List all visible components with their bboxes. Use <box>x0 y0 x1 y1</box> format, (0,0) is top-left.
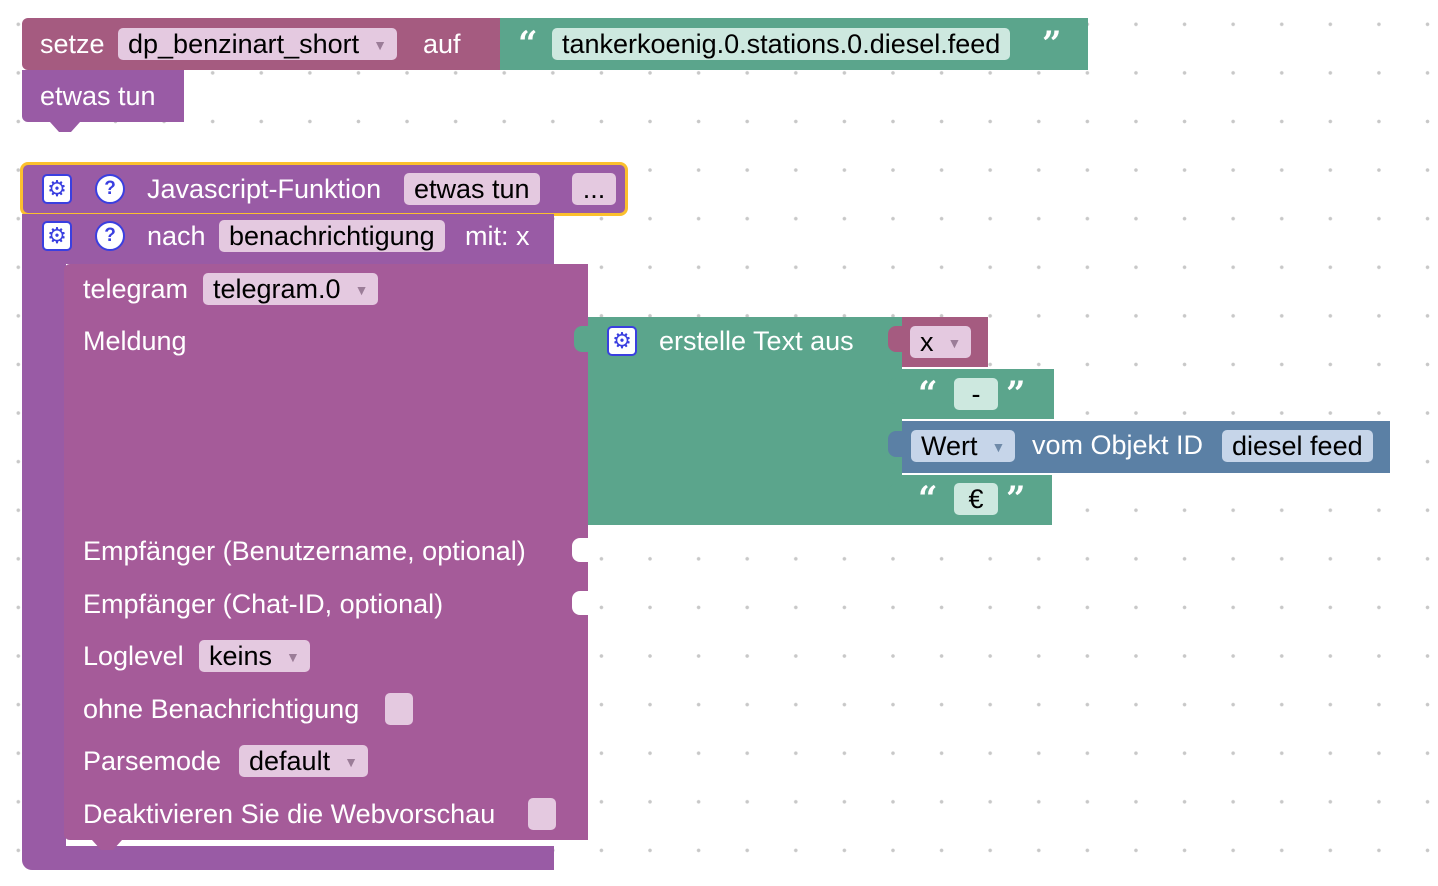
variable-x-dropdown[interactable]: x▼ <box>910 326 972 358</box>
variable-x-plug <box>888 326 904 352</box>
text-euro-plug <box>888 484 904 510</box>
value-type: Wert <box>921 431 978 461</box>
dropdown-arrow-icon: ▼ <box>947 335 962 351</box>
object-id: diesel feed <box>1232 431 1363 461</box>
dropdown-arrow-icon: ▼ <box>286 649 300 665</box>
text-euro-field[interactable]: € <box>954 483 998 515</box>
text-dash-plug <box>888 378 904 404</box>
from-object-label: vom Objekt ID <box>1032 430 1204 460</box>
call-block-bottom-notch <box>50 122 80 132</box>
message-label: Meldung <box>83 326 187 356</box>
close-quote-icon: ” <box>1006 479 1026 519</box>
close-quote-icon: ” <box>1042 24 1062 64</box>
function-label: Javascript-Funktion <box>147 174 382 204</box>
silent-checkbox[interactable] <box>385 693 413 725</box>
text-value-field[interactable]: tankerkoenig.0.stations.0.diesel.feed <box>552 28 1011 60</box>
loglevel-value: keins <box>209 641 273 671</box>
after-name-field[interactable]: benachrichtigung <box>219 220 445 252</box>
text-join-plug <box>574 326 590 352</box>
silent-label: ohne Benachrichtigung <box>83 694 360 724</box>
help-icon[interactable]: ? <box>95 174 125 204</box>
telegram-block-bottom-notch <box>92 840 122 850</box>
text-euro-value: € <box>968 484 984 514</box>
after-block-footer <box>22 846 554 870</box>
dropdown-arrow-icon: ▼ <box>991 439 1006 455</box>
parsemode-value: default <box>249 746 331 776</box>
text-join-label: erstelle Text aus <box>659 326 854 356</box>
variable-x-name: x <box>920 327 934 357</box>
recipient-chat-label: Empfänger (Chat-ID, optional) <box>83 589 444 619</box>
telegram-block[interactable] <box>64 264 588 840</box>
object-id-field[interactable]: diesel feed <box>1222 430 1373 462</box>
parsemode-label: Parsemode <box>83 746 222 776</box>
loglevel-dropdown[interactable]: keins ▼ <box>199 640 310 672</box>
more-label: ... <box>582 174 606 204</box>
after-name: benachrichtigung <box>229 221 435 251</box>
open-quote-icon: “ <box>918 479 938 519</box>
variable-dropdown[interactable]: dp_benzinart_short ▼ <box>118 28 398 60</box>
set-keyword: setze <box>40 29 105 59</box>
telegram-instance: telegram.0 <box>213 274 341 304</box>
recipient-chat-input-socket[interactable] <box>572 591 588 615</box>
dropdown-arrow-icon: ▼ <box>373 37 388 53</box>
gear-icon[interactable]: ⚙ <box>42 221 72 251</box>
text-join-block[interactable] <box>588 317 902 525</box>
close-quote-icon: ” <box>1006 374 1026 414</box>
parsemode-dropdown[interactable]: default ▼ <box>239 745 368 777</box>
text-value: tankerkoenig.0.stations.0.diesel.feed <box>562 29 1001 59</box>
variable-name: dp_benzinart_short <box>128 29 360 59</box>
get-object-value-plug <box>888 431 904 457</box>
loglevel-label: Loglevel <box>83 641 184 671</box>
recipient-user-label: Empfänger (Benutzername, optional) <box>83 536 526 566</box>
function-name-field[interactable]: etwas tun <box>404 173 540 205</box>
after-label: nach <box>147 221 206 251</box>
telegram-label: telegram <box>83 274 189 304</box>
disable-preview-checkbox[interactable] <box>528 798 556 830</box>
disable-preview-label: Deaktivieren Sie die Webvorschau <box>83 799 496 829</box>
function-name: etwas tun <box>414 174 530 204</box>
call-function-label: etwas tun <box>40 81 156 111</box>
call-function-block[interactable] <box>22 70 184 122</box>
open-quote-icon: “ <box>918 374 938 414</box>
gear-icon[interactable]: ⚙ <box>607 326 637 356</box>
to-label: auf <box>423 29 461 59</box>
with-param-label: mit: x <box>465 221 530 251</box>
dropdown-arrow-icon: ▼ <box>344 754 358 770</box>
telegram-instance-dropdown[interactable]: telegram.0 ▼ <box>203 273 379 305</box>
more-options-button[interactable]: ... <box>572 173 616 205</box>
text-dash-value: - <box>971 379 981 409</box>
dropdown-arrow-icon: ▼ <box>354 282 369 298</box>
recipient-user-input-socket[interactable] <box>572 538 588 562</box>
open-quote-icon: “ <box>518 24 538 64</box>
text-dash-field[interactable]: - <box>954 378 998 410</box>
value-type-dropdown[interactable]: Wert ▼ <box>911 430 1016 462</box>
gear-icon[interactable]: ⚙ <box>42 174 72 204</box>
help-icon[interactable]: ? <box>95 221 125 251</box>
after-block-left-rail <box>22 264 66 846</box>
